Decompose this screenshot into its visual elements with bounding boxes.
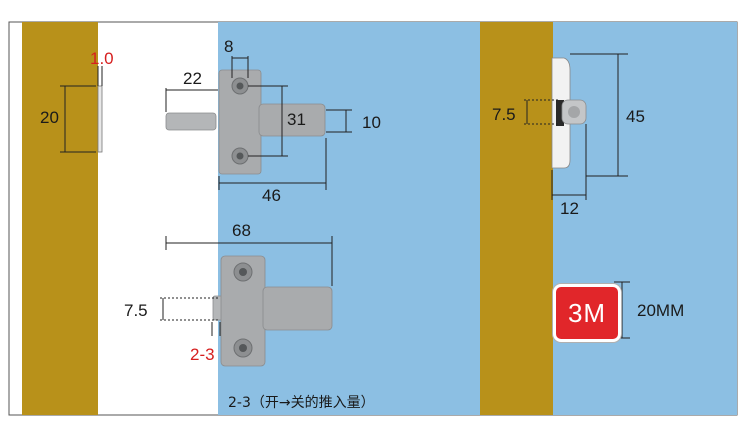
right-height-label: 45	[626, 107, 645, 126]
wood-panel-right	[480, 22, 553, 415]
right-offset-label: 7.5	[492, 105, 516, 124]
strike-height-label: 20	[40, 108, 59, 127]
push-amount-label: 2-3	[190, 345, 215, 364]
pin-diameter-label: 10	[362, 113, 381, 132]
pin-length-label: 22	[183, 69, 202, 88]
damper-edge-view	[551, 57, 587, 169]
damper-top-view	[165, 69, 326, 175]
dimension-lines	[60, 53, 630, 339]
strike-thickness-label: 1.0	[90, 49, 114, 68]
top-mount-width-label: 8	[224, 37, 234, 56]
wood-panel-left	[22, 22, 98, 415]
blue-panel-right	[553, 22, 737, 415]
overall-length-label: 68	[232, 221, 251, 240]
damper-side-view	[212, 255, 333, 367]
body-height-label: 31	[287, 110, 306, 129]
total-width-label: 46	[262, 186, 281, 205]
side-offset-label: 7.5	[124, 301, 148, 320]
tape-width-label: 20MM	[637, 301, 685, 320]
push-amount-footnote: 2-3（开→关的推入量）	[228, 395, 375, 411]
tape-badge: 3M	[553, 284, 621, 342]
right-depth-label: 12	[560, 199, 579, 218]
strike-plate	[97, 85, 103, 153]
